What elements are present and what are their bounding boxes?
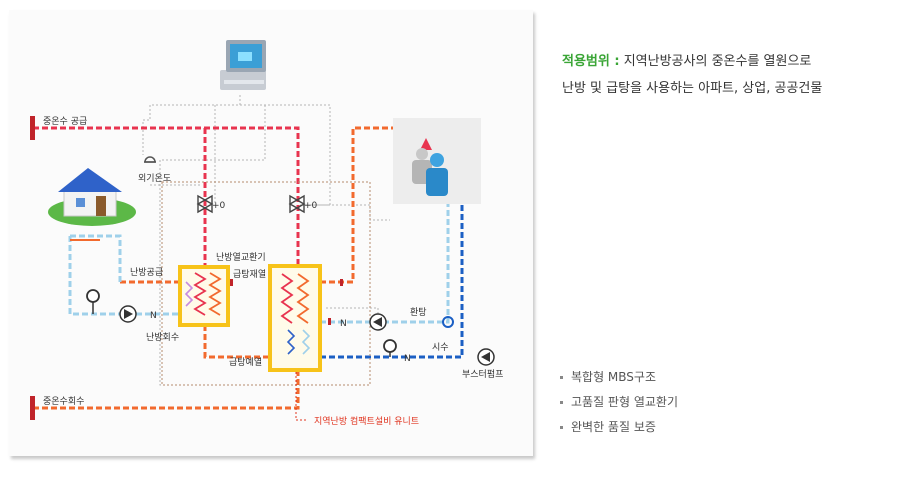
scope-line2: 난방 및 급탕을 사용하는 아파트, 상업, 공공건물 (562, 81, 823, 96)
recirculation-junction (442, 316, 454, 328)
control-valve-icon (288, 194, 306, 214)
diagram-panel (9, 10, 533, 456)
house-icon (48, 168, 136, 226)
booster-pump-label: 부스터펌프 (462, 368, 503, 380)
recirculation-label: 환탕 (410, 306, 427, 318)
hx-return-line (203, 325, 270, 359)
bullet-icon (560, 376, 563, 379)
hot-water-heat-exchanger (268, 264, 322, 372)
heating-hx-coil (193, 272, 207, 316)
city-water-line (320, 128, 464, 359)
marker (340, 279, 343, 286)
hot-water-preheat-label: 급탕예열 (229, 357, 262, 368)
valve-a-label: +0 (212, 201, 226, 211)
unit-leader-line (295, 372, 308, 421)
booster-pump-icon (477, 348, 495, 366)
heating-hx-coil (184, 281, 194, 307)
pump-n-label: N (404, 354, 411, 364)
heating-pump-icon (119, 305, 137, 323)
feature-item: 고품질 판형 열교환기 (560, 390, 678, 415)
hot-water-reheat-label: 급탕재열 (233, 269, 266, 280)
bullet-icon (560, 426, 563, 429)
recirculation-pump-icon (369, 313, 387, 331)
feature-list: 복합형 MBS구조 고품질 판형 열교환기 완벽한 품질 보증 (560, 365, 678, 440)
marker (230, 279, 233, 286)
hot-water-hx-coil (301, 329, 311, 355)
outdoor-temp-label: 외기온도 (138, 172, 171, 184)
hot-water-hx-coil (296, 273, 310, 324)
outdoor-temp-sensor-icon (144, 156, 156, 163)
city-water-label: 시수 (432, 342, 449, 353)
hot-water-supply-line (320, 126, 397, 284)
scope-key: 적용범위 : (562, 54, 620, 69)
hot-return-line (33, 370, 300, 410)
heating-return-line (68, 236, 180, 316)
marker (328, 318, 331, 325)
building-users-icon (393, 118, 481, 204)
hot-supply-line (33, 126, 300, 290)
return-outlet-marker (30, 396, 35, 420)
unit-name-label: 지역난방 컴팩트설비 유니트 (314, 415, 419, 427)
district-heating-diagram: 중온수 공급 중온수회수 외기온도 난방공급 난방회수 난방열교환기 급탕재열 … (30, 40, 503, 427)
supply-inlet-marker (30, 116, 35, 140)
heating-return-label: 난방회수 (146, 332, 179, 343)
pump-n-label: N (150, 311, 157, 321)
feature-item: 완벽한 품질 보증 (560, 415, 678, 440)
feature-item: 복합형 MBS구조 (560, 365, 678, 390)
hot-water-hx-coil (286, 329, 296, 355)
control-lines (142, 95, 390, 386)
heating-line-left (70, 234, 122, 282)
heating-supply-label: 난방공급 (130, 267, 163, 278)
heating-hx-coil (208, 272, 222, 316)
temperature-sensor-icon (383, 339, 397, 357)
hot-water-hx-coil (280, 273, 294, 324)
heat-exchanger-label: 난방열교환기 (216, 251, 266, 263)
temperature-sensor-icon (86, 289, 100, 314)
pump-n-label: N (340, 319, 347, 329)
control-valve-icon (196, 194, 214, 214)
valve-b-label: +0 (304, 201, 318, 211)
hot-supply-label: 중온수 공급 (43, 116, 87, 127)
bullet-icon (560, 401, 563, 404)
computer-icon (220, 40, 266, 90)
application-scope: 적용범위 : 지역난방공사의 중온수를 열원으로 난방 및 급탕을 사용하는 아… (562, 48, 882, 102)
scope-line1: 지역난방공사의 중온수를 열원으로 (623, 54, 812, 69)
hot-return-label: 중온수회수 (43, 396, 84, 407)
